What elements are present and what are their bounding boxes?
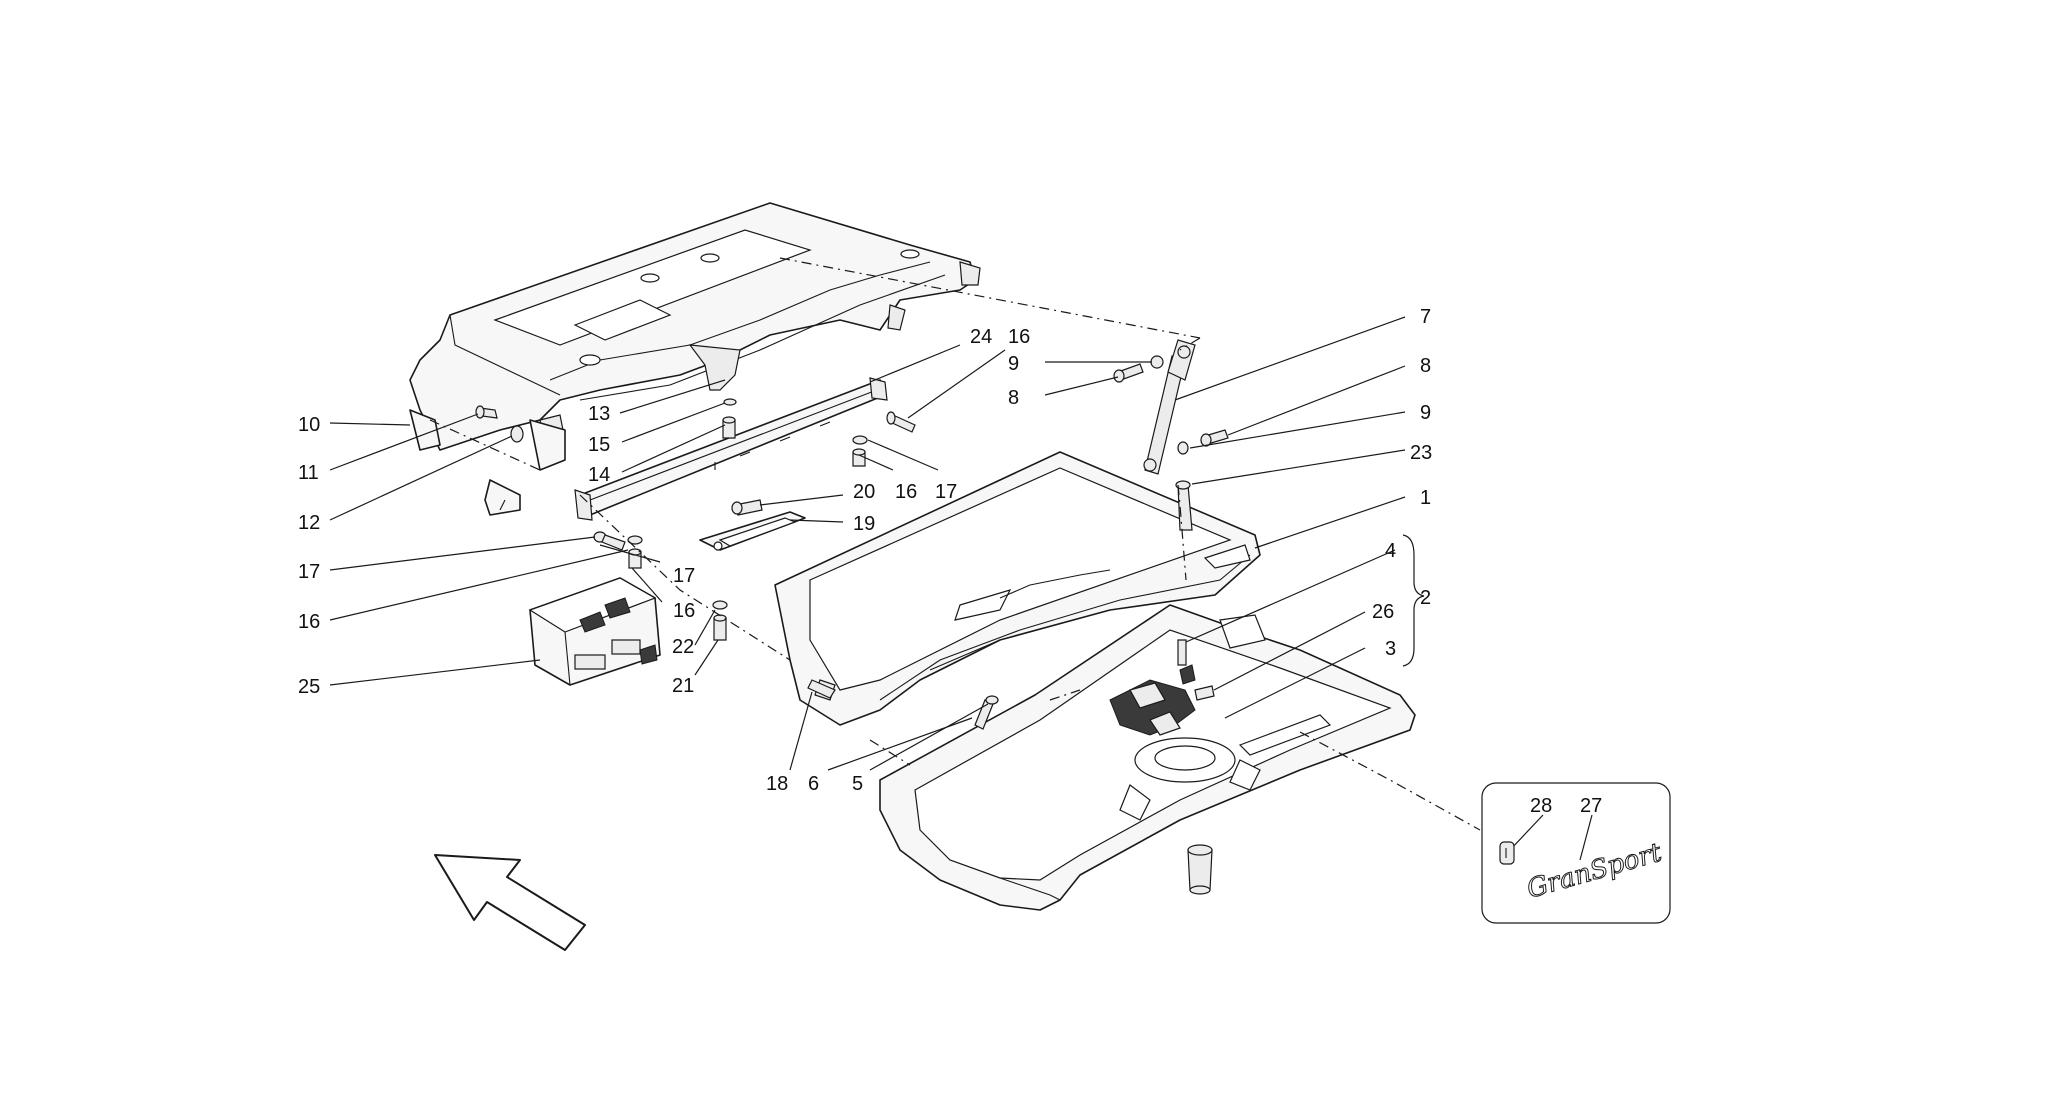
callout-24: 24 xyxy=(970,326,992,348)
callout-9: 9 xyxy=(1420,402,1431,424)
callout-8: 8 xyxy=(1420,355,1431,377)
callout-17: 17 xyxy=(673,565,695,587)
callout-16: 16 xyxy=(298,611,320,633)
callout-5: 5 xyxy=(852,773,863,795)
callout-1: 1 xyxy=(1420,487,1431,509)
callout-27: 27 xyxy=(1580,795,1602,817)
fasteners xyxy=(475,355,1229,730)
lid-latch-mechanism xyxy=(1109,664,1196,736)
strut-pin-23 xyxy=(1175,480,1193,531)
callout-3: 3 xyxy=(1385,638,1396,660)
badge-clip-28 xyxy=(1499,841,1515,865)
callout-20: 20 xyxy=(853,481,875,503)
callout-19: 19 xyxy=(853,513,875,535)
glovebox-lid xyxy=(879,604,1416,911)
callout-14: 14 xyxy=(588,464,610,486)
front-direction-arrow xyxy=(434,854,586,951)
callout-4: 4 xyxy=(1385,540,1396,562)
lid-bumper xyxy=(1187,844,1213,895)
gas-strut xyxy=(1143,339,1196,475)
callout-17: 17 xyxy=(935,481,957,503)
leader-lines xyxy=(329,316,1425,771)
callout-8: 8 xyxy=(1008,387,1019,409)
callout-12: 12 xyxy=(298,512,320,534)
glovebox-tray xyxy=(774,451,1261,726)
relay-box xyxy=(528,577,661,686)
callout-18: 18 xyxy=(766,773,788,795)
callout-21: 21 xyxy=(672,675,694,697)
callout-16: 16 xyxy=(895,481,917,503)
callout-15: 15 xyxy=(588,434,610,456)
callout-17: 17 xyxy=(298,561,320,583)
callout-7: 7 xyxy=(1420,306,1431,328)
callout-6: 6 xyxy=(808,773,819,795)
upper-glovebox-housing xyxy=(409,202,981,516)
assembly-guide-lines xyxy=(429,257,1481,831)
mounting-bracket-bar xyxy=(574,377,888,521)
callout-10: 10 xyxy=(298,414,320,436)
callout-labels: 10 11 12 17 16 25 13 15 14 17 16 22 21 2… xyxy=(298,306,1602,817)
callout-22: 22 xyxy=(672,636,694,658)
callout-23: 23 xyxy=(1410,442,1432,464)
latch-bracket xyxy=(699,511,806,551)
callout-9: 9 xyxy=(1008,353,1019,375)
callout-11: 11 xyxy=(298,462,319,484)
callout-16: 16 xyxy=(1008,326,1030,348)
callout-26: 26 xyxy=(1372,601,1394,623)
callout-13: 13 xyxy=(588,403,610,425)
callout-2: 2 xyxy=(1420,587,1431,609)
callout-25: 25 xyxy=(298,676,320,698)
callout-16: 16 xyxy=(673,600,695,622)
callout-28: 28 xyxy=(1530,795,1552,817)
badge-inset-box xyxy=(1481,782,1671,924)
